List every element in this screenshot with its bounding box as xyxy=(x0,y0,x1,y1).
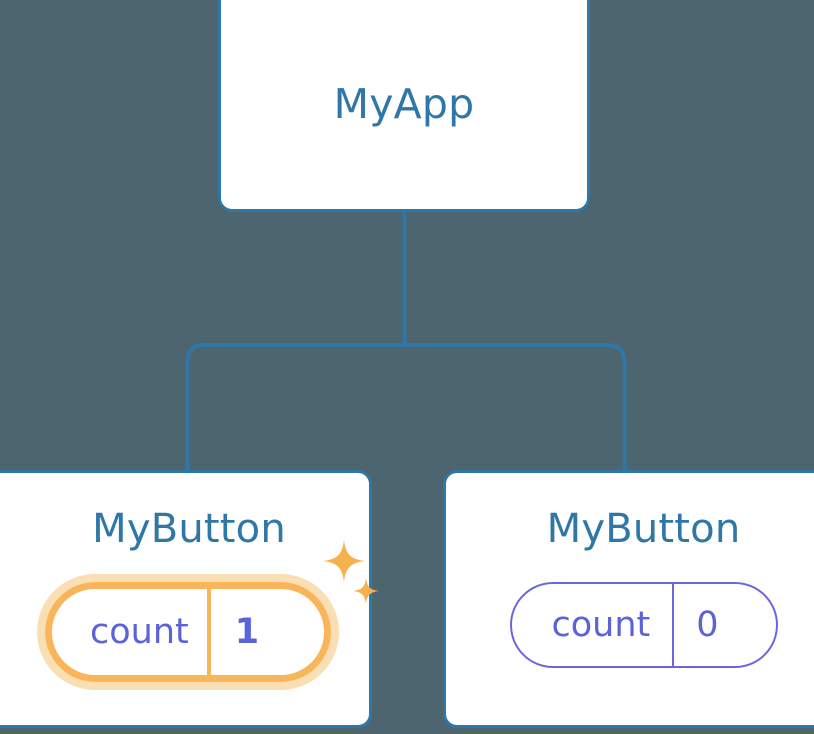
state-pill-count-plain[interactable]: count 0 xyxy=(509,582,778,668)
node-mybutton-right[interactable]: MyButton count 0 xyxy=(443,470,814,728)
connector-bus-right-leg xyxy=(404,343,627,471)
state-pill-count-active[interactable]: count 1 xyxy=(37,574,339,690)
state-pill-right-wrap: count 0 xyxy=(509,582,778,668)
state-value-label: 0 xyxy=(672,584,752,666)
node-mybutton-right-title: MyButton xyxy=(546,506,741,552)
state-pill-left-wrap: count 1 xyxy=(37,540,379,690)
node-mybutton-left[interactable]: MyButton count 1 xyxy=(0,470,379,728)
node-myapp-title: MyApp xyxy=(333,79,475,128)
sparkle-small-icon xyxy=(353,578,379,604)
node-myapp[interactable]: MyApp xyxy=(218,0,590,212)
state-key-label: count xyxy=(90,611,189,652)
node-mybutton-left-title: MyButton xyxy=(92,506,286,552)
sparkle-group xyxy=(319,540,389,620)
connector-bus-left-leg xyxy=(185,343,404,471)
state-value-label: 1 xyxy=(206,589,297,675)
state-key-label: count xyxy=(551,604,651,645)
sparkle-large-icon xyxy=(323,540,365,582)
